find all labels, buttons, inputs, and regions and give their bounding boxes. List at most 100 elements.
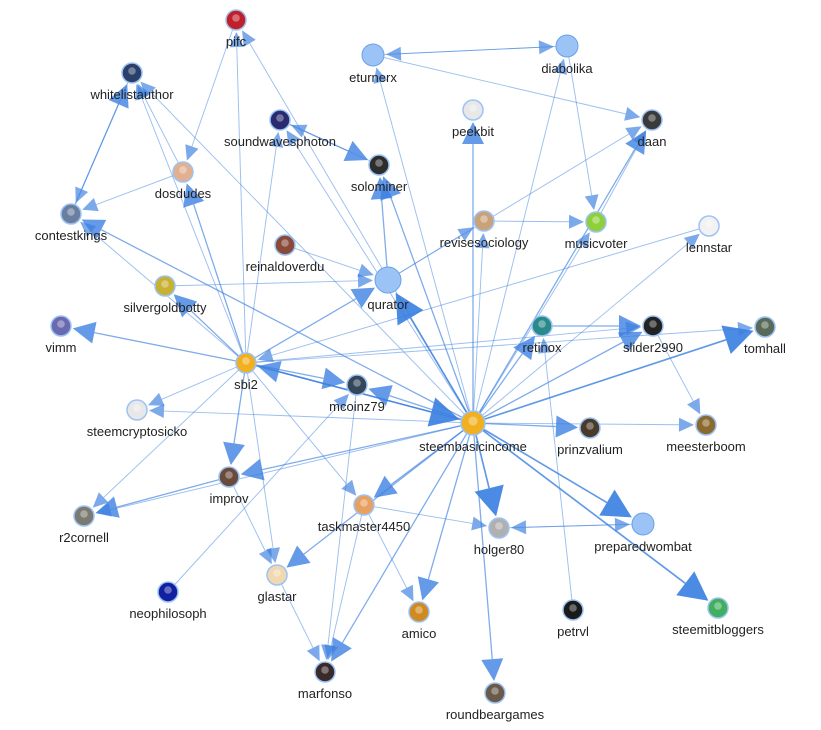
node-peekbit[interactable]: peekbit xyxy=(452,99,494,139)
node-steembasicincome[interactable]: steembasicincome xyxy=(419,410,527,454)
avatar[interactable] xyxy=(488,517,510,539)
avatar[interactable] xyxy=(50,315,72,337)
avatar[interactable] xyxy=(531,315,553,337)
avatar[interactable] xyxy=(274,234,296,256)
node-soundwavesphoton[interactable]: soundwavesphoton xyxy=(224,109,336,149)
node-retinox[interactable]: retinox xyxy=(522,315,562,355)
avatar[interactable] xyxy=(562,599,584,621)
avatar-icon xyxy=(491,687,499,695)
edge-line xyxy=(387,133,630,281)
node-label: prinzvalium xyxy=(557,442,623,457)
edge-steembasicincome-to-eturnerx xyxy=(373,67,474,424)
node-steemcryptosicko[interactable]: steemcryptosicko xyxy=(87,399,187,439)
avatar[interactable] xyxy=(314,661,336,683)
avatar[interactable] xyxy=(266,564,288,586)
node-diabolika[interactable]: diabolika xyxy=(541,34,593,76)
node-circle[interactable] xyxy=(631,512,655,536)
node-circle[interactable] xyxy=(555,34,579,58)
node-holger80[interactable]: holger80 xyxy=(474,517,525,557)
avatar[interactable] xyxy=(408,601,430,623)
node-glastar[interactable]: glastar xyxy=(257,564,297,604)
node-marfonso[interactable]: marfonso xyxy=(298,661,352,701)
arrowhead xyxy=(575,232,590,249)
node-circle[interactable] xyxy=(361,43,385,67)
node-revisesociology[interactable]: revisesociology xyxy=(440,210,529,250)
avatar[interactable] xyxy=(754,316,776,338)
avatar[interactable] xyxy=(698,215,720,237)
node-prinzvalium[interactable]: prinzvalium xyxy=(557,417,623,457)
avatar[interactable] xyxy=(172,161,194,183)
avatar[interactable] xyxy=(225,9,247,31)
avatar[interactable] xyxy=(60,203,82,225)
node-daan[interactable]: daan xyxy=(638,109,667,149)
node-amico[interactable]: amico xyxy=(402,601,437,641)
edge-line xyxy=(245,146,277,364)
node-taskmaster4450[interactable]: taskmaster4450 xyxy=(318,494,411,534)
node-sbi2[interactable]: sbi2 xyxy=(234,352,258,392)
edge-line xyxy=(390,196,474,424)
avatar[interactable] xyxy=(707,597,729,619)
avatar[interactable] xyxy=(462,99,484,121)
node-neophilosoph[interactable]: neophilosoph xyxy=(129,581,207,621)
node-silvergoldbotty[interactable]: silvergoldbotty xyxy=(123,275,207,315)
node-steemitbloggers[interactable]: steemitbloggers xyxy=(672,597,764,637)
edge-line xyxy=(245,327,627,364)
edge-line xyxy=(161,362,247,400)
node-meesterboom[interactable]: meesterboom xyxy=(666,414,746,454)
avatar[interactable] xyxy=(579,417,601,439)
node-label: reinaldoverdu xyxy=(246,259,325,274)
avatar[interactable] xyxy=(473,210,495,232)
avatar[interactable] xyxy=(642,315,664,337)
edge-steembasicincome-to-steemitbloggers xyxy=(472,422,709,601)
avatar[interactable] xyxy=(460,410,486,436)
node-circle[interactable] xyxy=(374,266,402,294)
node-label: retinox xyxy=(522,340,562,355)
node-solominer[interactable]: solominer xyxy=(351,154,408,194)
edge-holger80-to-preparedwombat xyxy=(498,517,631,532)
avatar[interactable] xyxy=(368,154,390,176)
edge-diabolika-to-musicvoter xyxy=(566,45,599,211)
arrowhead xyxy=(537,337,552,354)
node-roundbeargames[interactable]: roundbeargames xyxy=(446,682,545,722)
node-pifc[interactable]: pifc xyxy=(225,9,247,49)
edge-line xyxy=(595,143,640,223)
arrowhead xyxy=(140,81,156,98)
node-mcoinz79[interactable]: mcoinz79 xyxy=(329,374,385,414)
node-vimm[interactable]: vimm xyxy=(45,315,77,355)
avatar[interactable] xyxy=(695,414,717,436)
node-musicvoter[interactable]: musicvoter xyxy=(565,211,629,251)
node-lennstar[interactable]: lennstar xyxy=(686,215,733,255)
node-dosdudes[interactable]: dosdudes xyxy=(155,161,212,201)
avatar[interactable] xyxy=(353,494,375,516)
edge-line xyxy=(193,204,247,364)
edge-line xyxy=(245,362,324,380)
node-petrvl[interactable]: petrvl xyxy=(557,599,589,639)
avatar[interactable] xyxy=(269,109,291,131)
node-whitelistauthor[interactable]: whitelistauthor xyxy=(89,62,174,102)
avatar[interactable] xyxy=(346,374,368,396)
avatar[interactable] xyxy=(641,109,663,131)
edge-line xyxy=(141,97,247,364)
avatar[interactable] xyxy=(73,505,95,527)
avatar[interactable] xyxy=(157,581,179,603)
edge-line xyxy=(236,46,247,364)
node-tomhall[interactable]: tomhall xyxy=(744,316,786,356)
avatar[interactable] xyxy=(154,275,176,297)
avatar[interactable] xyxy=(585,211,607,233)
avatar[interactable] xyxy=(126,399,148,421)
node-preparedwombat[interactable]: preparedwombat xyxy=(594,512,692,554)
node-contestkings[interactable]: contestkings xyxy=(35,203,108,243)
node-reinaldoverdu[interactable]: reinaldoverdu xyxy=(246,234,325,274)
node-improv[interactable]: improv xyxy=(209,466,249,506)
node-slider2990[interactable]: slider2990 xyxy=(623,315,683,355)
avatar[interactable] xyxy=(218,466,240,488)
node-eturnerx[interactable]: eturnerx xyxy=(349,43,397,85)
node-label: dosdudes xyxy=(155,186,212,201)
node-qurator[interactable]: qurator xyxy=(367,266,409,312)
avatar[interactable] xyxy=(121,62,143,84)
avatar[interactable] xyxy=(235,352,257,374)
node-r2cornell[interactable]: r2cornell xyxy=(59,505,109,545)
avatar[interactable] xyxy=(484,682,506,704)
